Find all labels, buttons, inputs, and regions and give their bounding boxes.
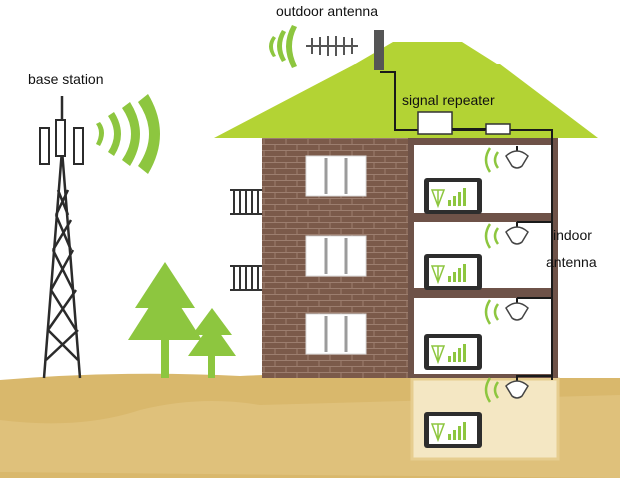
indoor-antenna-waves — [484, 147, 500, 403]
cable — [380, 71, 418, 131]
yagi-antenna-icon — [306, 36, 358, 56]
signal-repeater-label: signal repeater — [402, 92, 495, 108]
window-mullions — [324, 158, 348, 352]
phone-signal-icon — [424, 412, 482, 448]
outdoor-antenna-label: outdoor antenna — [276, 3, 378, 19]
balcony-upper — [230, 189, 262, 215]
tree-icon — [188, 308, 236, 378]
phone-signal-icon — [424, 178, 482, 214]
phone-signal-icon — [424, 254, 482, 290]
ceiling-antenna-icon — [505, 150, 529, 399]
base-station-waves — [96, 94, 160, 174]
tree-icon — [128, 262, 202, 378]
windows — [305, 155, 367, 355]
base-station-label: base station — [28, 71, 104, 87]
tower-panels — [39, 119, 84, 165]
outdoor-antenna-waves — [269, 25, 297, 68]
indoor-antenna-label-line1: indoor — [553, 227, 592, 243]
balcony-lower — [230, 265, 262, 291]
chimney — [374, 30, 384, 70]
indoor-antenna-label-line2: antenna — [546, 254, 597, 270]
roof-top — [352, 42, 500, 66]
phone-signal-icon — [424, 334, 482, 370]
repeater-box-icon — [417, 111, 511, 135]
cable-run — [452, 129, 553, 382]
